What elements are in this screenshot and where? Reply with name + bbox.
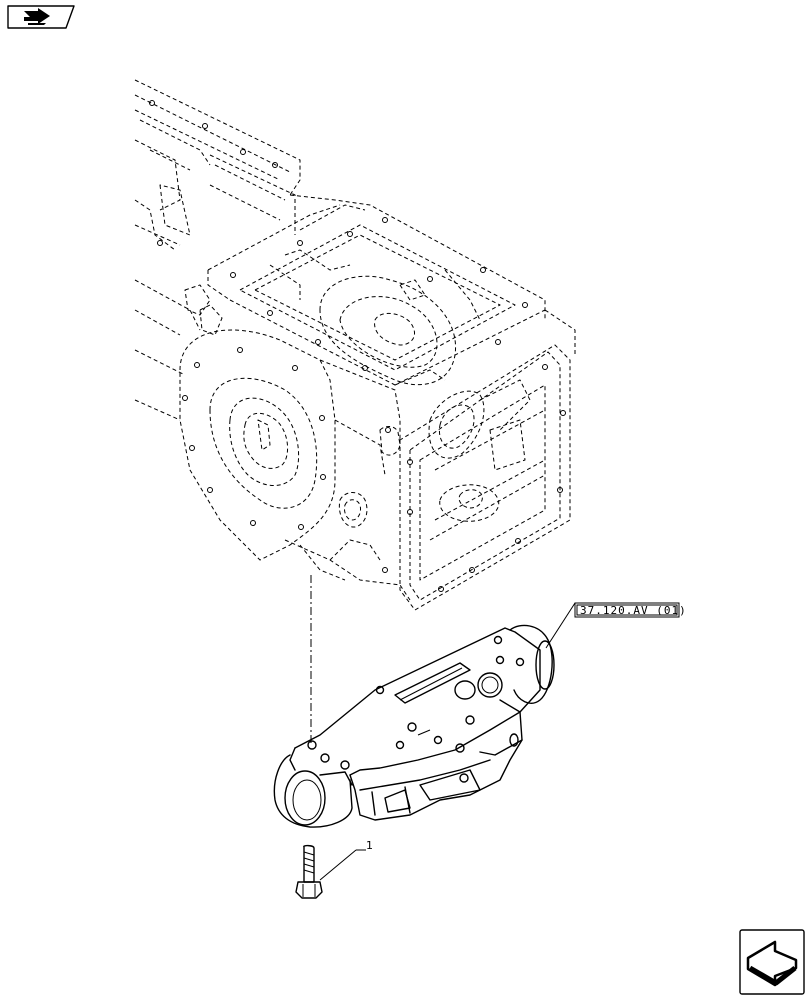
lift-arm-support [273,624,555,828]
reference-label-box[interactable]: 37.120.AV (01) [574,602,687,618]
housing-bolt-holes [149,100,566,592]
callout-1: 1 [319,839,373,881]
reference-label-text: 37.120.AV (01) [580,604,687,617]
callout-number: 1 [366,839,373,852]
page-turn-arrow-icon[interactable] [739,929,805,995]
reference-callout [545,602,576,649]
rear-axle-housing [134,79,576,611]
bolt [295,844,323,899]
book-with-arrow-icon[interactable] [7,5,75,29]
